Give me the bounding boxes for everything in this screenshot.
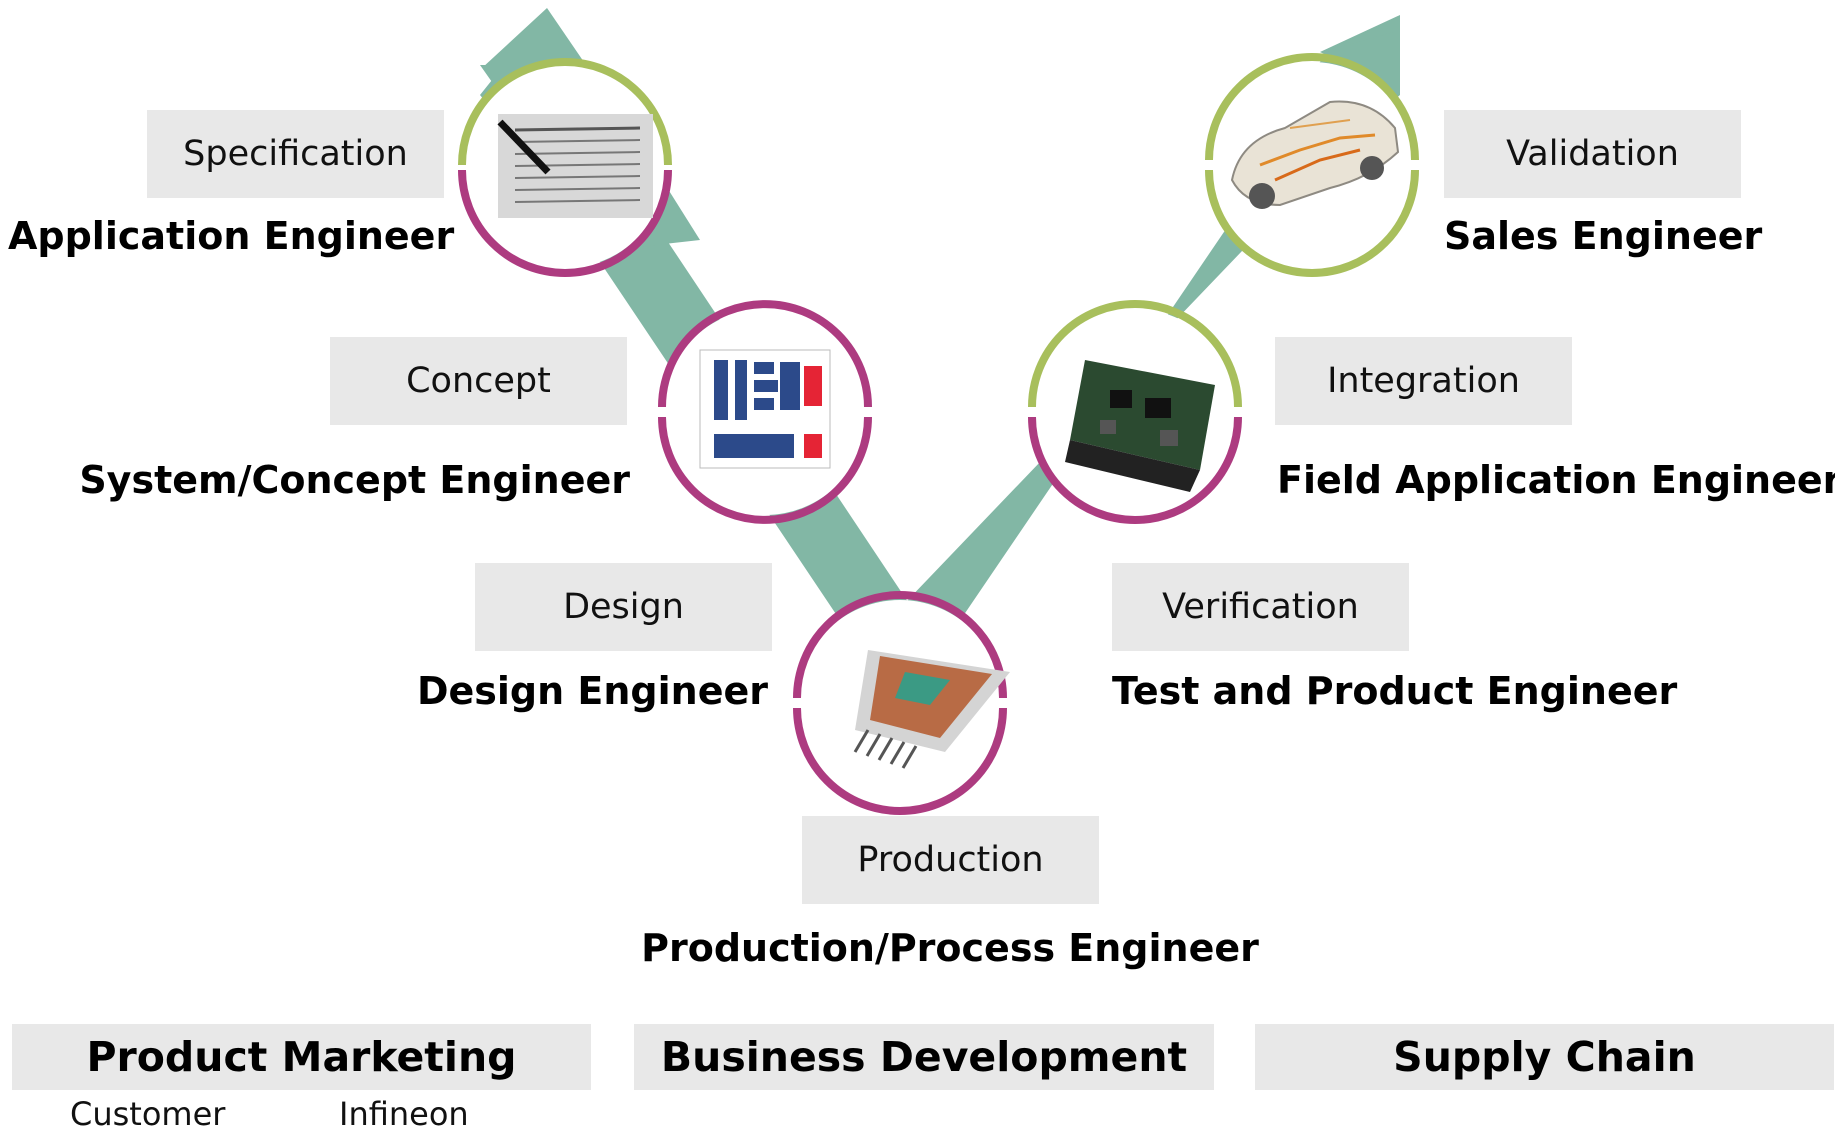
stage-text: Validation — [1506, 134, 1679, 174]
role-production-process-engineer: Production/Process Engineer — [641, 926, 1259, 970]
function-text: Supply Chain — [1393, 1033, 1696, 1081]
block-diagram-icon — [699, 349, 831, 469]
legend-infineon: Infineon — [339, 1095, 469, 1133]
stage-label-verification: Verification — [1112, 563, 1409, 651]
role-sales-engineer: Sales Engineer — [1444, 214, 1763, 258]
stage-text: Verification — [1162, 587, 1359, 627]
stage-text: Specification — [183, 134, 408, 174]
car-xray-icon — [1230, 100, 1400, 209]
function-text: Product Marketing — [86, 1033, 517, 1081]
stage-label-integration: Integration — [1275, 337, 1572, 425]
stage-text: Production — [857, 840, 1044, 880]
stage-label-specification: Specification — [147, 110, 444, 198]
function-supply-chain: Supply Chain — [1255, 1024, 1834, 1090]
left-arrowhead — [482, 8, 588, 68]
power-module-icon — [853, 650, 1010, 769]
role-test-and-product-engineer: Test and Product Engineer — [1112, 669, 1678, 713]
stage-circle-production — [793, 591, 1010, 815]
function-product-marketing: Product Marketing — [12, 1024, 591, 1090]
stage-circle-integration — [1028, 300, 1242, 524]
stage-text: Concept — [406, 361, 551, 401]
legend-customer: Customer — [70, 1095, 226, 1133]
stage-text: Design — [563, 587, 684, 627]
stage-label-design: Design — [475, 563, 772, 651]
role-design-engineer: Design Engineer — [416, 669, 768, 713]
ecu-board-icon — [1065, 360, 1215, 492]
stage-circle-concept — [658, 300, 872, 524]
stage-text: Integration — [1327, 361, 1520, 401]
role-field-application-engineer: Field Application Engineer — [1277, 458, 1835, 502]
function-business-development: Business Development — [634, 1024, 1214, 1090]
stage-circle-specification — [458, 58, 672, 277]
stage-label-validation: Validation — [1444, 110, 1741, 198]
function-text: Business Development — [660, 1033, 1188, 1081]
role-system-concept-engineer: System/Concept Engineer — [79, 458, 630, 502]
stage-circle-validation — [1205, 53, 1419, 277]
stage-label-production: Production — [802, 816, 1099, 904]
role-application-engineer: Application Engineer — [8, 214, 455, 258]
document-pen-icon — [497, 114, 653, 218]
stage-label-concept: Concept — [330, 337, 627, 425]
